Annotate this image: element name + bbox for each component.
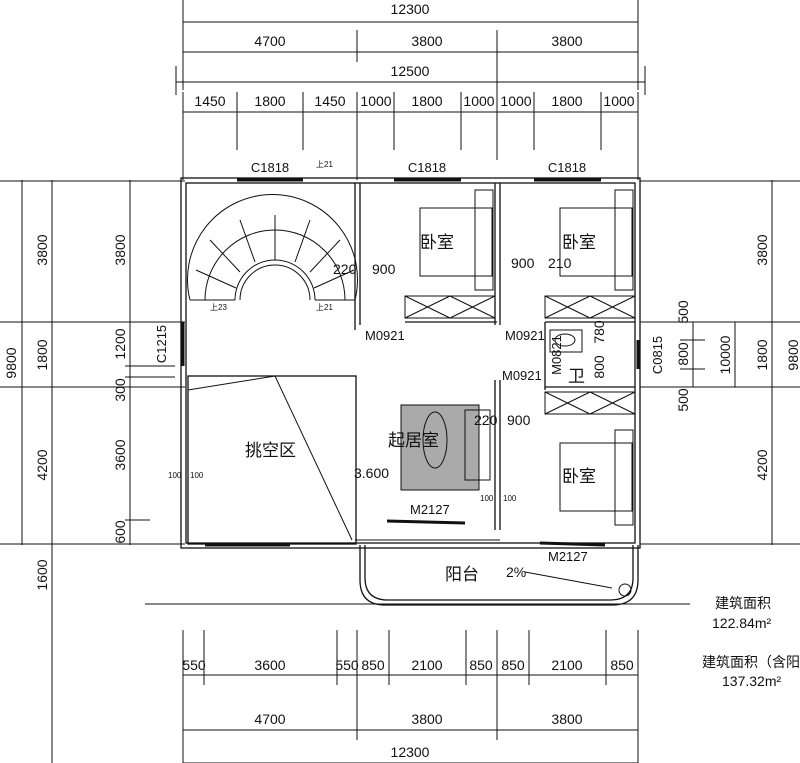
dim-left-sub: 300 [112, 378, 128, 402]
dim-top-sub: 1000 [603, 93, 634, 109]
dim-bottom-sub: 550 [182, 657, 206, 673]
dim-left-main: 3800 [34, 234, 50, 265]
door-m0821: M0821 [549, 335, 564, 375]
slope-mark: 2% [506, 564, 526, 580]
room-void: 挑空区 [245, 441, 296, 461]
walls [145, 177, 690, 606]
stair-label: 上23 [210, 303, 227, 312]
room-balcony: 阳台 [445, 565, 479, 585]
area-label-with-balcony: 建筑面积（含阳台 [702, 654, 800, 670]
dim-inner: 780 [591, 320, 607, 344]
door-m2127: M2127 [548, 549, 588, 564]
left-dimensions: 9800 3800 1800 4200 1600 3800 1200 300 3… [0, 180, 185, 763]
area-value-with-balcony: 137.32m² [722, 673, 781, 689]
dim-inner: 900 [511, 255, 535, 271]
elevation-mark: 3.600 [354, 465, 389, 481]
stair-label: 上21 [316, 303, 333, 312]
dim-top-sub: 1800 [411, 93, 442, 109]
room-living: 起居室 [388, 431, 439, 451]
dim-right-total2: 9800 [785, 339, 800, 370]
window-c1215: C1215 [154, 325, 169, 363]
dim-inner: 100 [480, 494, 494, 503]
dim-right-main: 4200 [754, 449, 770, 480]
dim-left-main: 1600 [34, 559, 50, 590]
window-c1818: C1818 [408, 160, 446, 175]
dim-bottom-sub: 2100 [551, 657, 582, 673]
dim-left-main: 1800 [34, 339, 50, 370]
dim-left-sub: 600 [112, 520, 128, 544]
right-dimensions: 500 800 500 10000 3800 1800 4200 9800 [640, 180, 800, 545]
dim-top-sub: 1800 [254, 93, 285, 109]
dim-inner: 900 [372, 261, 396, 277]
room-bathroom: 卫 [568, 367, 585, 387]
furniture [400, 189, 636, 526]
dim-right-main: 1800 [754, 339, 770, 370]
dim-top-sub: 1000 [500, 93, 531, 109]
dim-top-sub: 1000 [360, 93, 391, 109]
dim-inner: 220 [333, 261, 357, 277]
window-c1818: C1818 [251, 160, 289, 175]
dim-inner: 100 [168, 471, 182, 480]
dim-inner: 800 [591, 355, 607, 379]
dim-inner: 220 [474, 412, 498, 428]
dim-left-main: 4200 [34, 449, 50, 480]
room-bedroom: 卧室 [562, 233, 596, 253]
dim-bottom-sub: 850 [501, 657, 525, 673]
dim-left-sub: 1200 [112, 328, 128, 359]
dim-top-sub: 1800 [551, 93, 582, 109]
dim-top-total2: 12500 [391, 63, 430, 79]
dim-right-total: 10000 [717, 335, 733, 374]
dim-bottom-sub: 550 [335, 657, 359, 673]
dim-left-total: 9800 [3, 347, 19, 378]
dim-top-sub: 1450 [314, 93, 345, 109]
dim-right-sub: 500 [675, 388, 691, 412]
dim-bottom-sub: 3600 [254, 657, 285, 673]
dim-top-sub: 1450 [194, 93, 225, 109]
dim-top-bay: 3800 [411, 33, 442, 49]
door-m2127: M2127 [410, 502, 450, 517]
dim-right-sub: 800 [675, 342, 691, 366]
spiral-staircase [187, 194, 358, 301]
dim-left-sub: 3800 [112, 234, 128, 265]
door-m0921: M0921 [365, 328, 405, 343]
dim-bottom-sub: 850 [610, 657, 634, 673]
window-c1818: C1818 [548, 160, 586, 175]
dim-left-sub: 3600 [112, 439, 128, 470]
window-c0815: C0815 [650, 336, 665, 374]
dim-right-main: 3800 [754, 234, 770, 265]
dim-bottom-total: 12300 [391, 744, 430, 760]
dim-inner: 210 [548, 255, 572, 271]
stair-label: 上21 [316, 160, 333, 169]
dim-bottom-sub: 2100 [411, 657, 442, 673]
dim-top-bay: 4700 [254, 33, 285, 49]
dim-bottom-bay: 3800 [551, 711, 582, 727]
top-dimensions: 12300 4700 3800 3800 12500 1450 1800 145… [175, 0, 646, 180]
dim-bottom-bay: 4700 [254, 711, 285, 727]
door-m0921: M0921 [505, 328, 545, 343]
dim-right-sub: 500 [675, 300, 691, 324]
dim-top-total: 12300 [391, 1, 430, 17]
dim-top-sub: 1000 [463, 93, 494, 109]
room-bedroom: 卧室 [562, 467, 596, 487]
area-label: 建筑面积 [715, 595, 771, 611]
door-m0921: M0921 [502, 368, 542, 383]
dim-inner: 100 [503, 494, 517, 503]
dim-inner: 900 [507, 412, 531, 428]
dim-bottom-sub: 850 [361, 657, 385, 673]
dim-top-bay: 3800 [551, 33, 582, 49]
dim-inner: 100 [190, 471, 204, 480]
area-value: 122.84m² [712, 615, 771, 631]
dim-bottom-bay: 3800 [411, 711, 442, 727]
dim-bottom-sub: 850 [469, 657, 493, 673]
bottom-dimensions: 550 3600 550 850 2100 850 850 2100 850 4… [182, 630, 639, 763]
room-bedroom: 卧室 [420, 233, 454, 253]
